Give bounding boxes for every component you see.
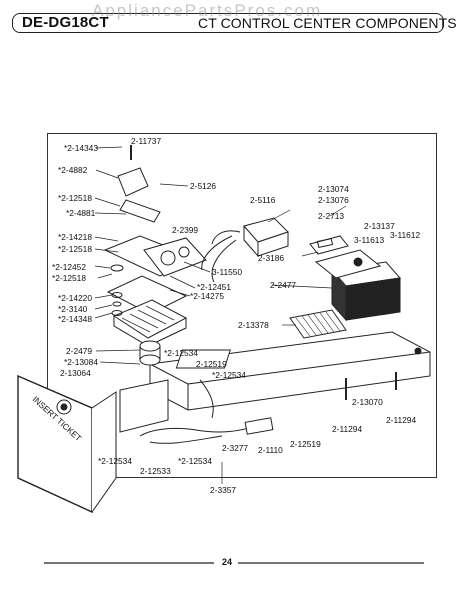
part-label-p10: 2-2713: [318, 211, 344, 221]
part-label-p2: *2-14343: [64, 143, 98, 153]
part-label-p28: 2-2479: [66, 346, 92, 356]
part-label-p39: 2-1110: [258, 445, 283, 455]
part-label-p15: *2-14218: [58, 232, 92, 242]
part-label-p42: 2-12533: [140, 466, 171, 476]
part-label-p5: *2-12518: [58, 193, 92, 203]
part-label-p7: 2-5116: [250, 195, 276, 205]
part-label-p13: 3-11613: [354, 235, 384, 245]
part-label-p36: 2-11294: [332, 424, 362, 434]
part-label-p35: 2-11294: [386, 415, 416, 425]
part-label-p24: *2-14220: [58, 293, 92, 303]
part-label-p16: *2-12518: [58, 244, 92, 254]
part-label-p18: *2-12452: [52, 262, 86, 272]
part-label-p33: *2-12534: [212, 370, 246, 380]
part-label-p37: 2-12519: [290, 439, 321, 449]
part-label-p21: *2-12451: [197, 282, 231, 292]
part-label-p19: *2-12518: [52, 273, 86, 283]
part-label-p41: *2-12534: [178, 456, 212, 466]
drawing-linework: [17, 145, 431, 514]
part-label-p30: *2-13084: [64, 357, 98, 367]
part-label-p14: 2-2399: [172, 225, 198, 235]
part-label-p4: 2-5126: [190, 181, 216, 191]
header-frame: [12, 13, 444, 33]
part-label-p32: 2-13064: [60, 368, 91, 378]
part-labels: 2-11737 *2-14343 *2-4882 2-5126 *2-12518…: [52, 136, 420, 495]
part-label-p38: 2-3277: [222, 443, 248, 453]
model-number: DE-DG18CT: [22, 14, 109, 31]
page-title: CT CONTROL CENTER COMPONENTS: [198, 15, 457, 31]
part-label-p26: *2-14348: [58, 314, 92, 324]
part-label-p11: 2-13137: [364, 221, 395, 231]
part-label-p43: 2-3357: [210, 485, 236, 495]
part-label-p25: *2-3140: [58, 304, 88, 314]
part-label-p23: 2-2477: [270, 280, 296, 290]
part-label-p40: *2-12534: [98, 456, 132, 466]
part-label-p34: 2-13070: [352, 397, 383, 407]
part-label-p29: *2-12534: [164, 348, 198, 358]
part-label-p20: 3-11550: [212, 267, 242, 277]
watermark: AppliancePartsPros.com: [92, 1, 323, 20]
diagram-frame: [47, 133, 437, 478]
part-label-p9: 2-13076: [318, 195, 349, 205]
part-label-p1: 2-11737: [131, 136, 161, 146]
part-label-p31: 2-12519: [196, 359, 227, 369]
part-label-p6: *2-4881: [66, 208, 96, 218]
part-label-p8: 2-13074: [318, 184, 349, 194]
part-label-p27: 2-13378: [238, 320, 269, 330]
part-label-p12: 3-11612: [390, 230, 420, 240]
page-number: 24: [222, 557, 233, 567]
part-label-p17: 2-3186: [258, 253, 284, 263]
part-label-p3: *2-4882: [58, 165, 88, 175]
part-label-p22: *2-14275: [190, 291, 224, 301]
